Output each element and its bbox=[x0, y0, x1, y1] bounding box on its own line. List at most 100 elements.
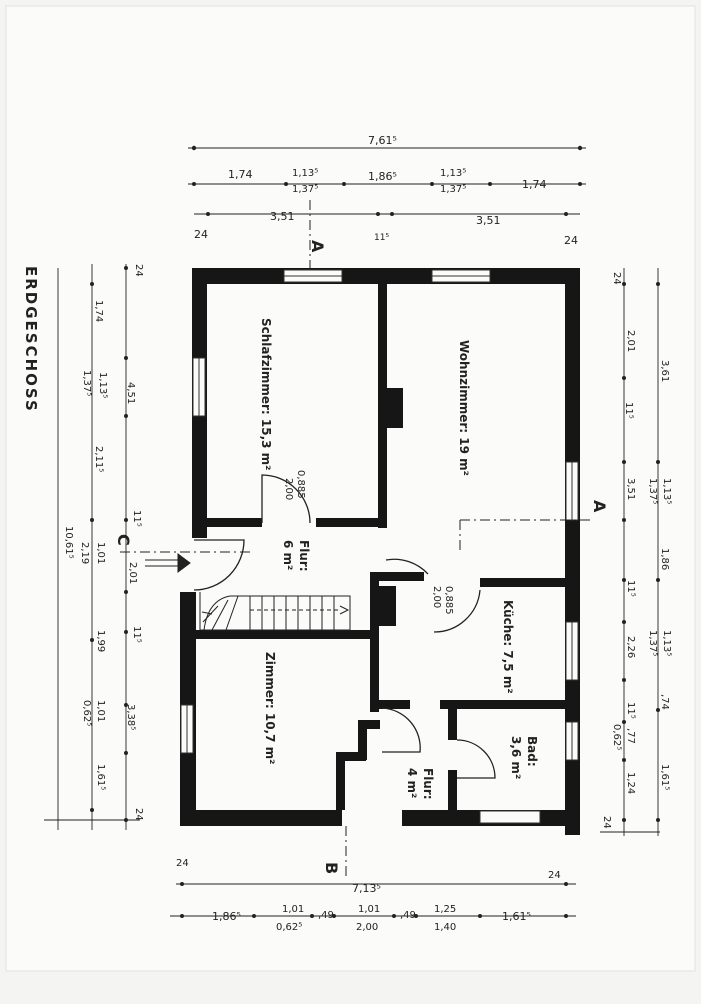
dim-bottom-seg4: 1,01 bbox=[358, 904, 380, 915]
room-label-flur-area: 6 m² bbox=[281, 540, 295, 570]
dim-left-door-width: 1,01 bbox=[95, 542, 106, 564]
dim-right-room4: 1,24 bbox=[625, 772, 636, 794]
room-label-flur-name: Flur: bbox=[297, 540, 311, 572]
door2-height: 2,00 bbox=[431, 586, 442, 608]
dim-right-wall-mid3: 11⁵ bbox=[625, 702, 636, 719]
dim-right-seg1: 2,01 bbox=[625, 330, 636, 352]
dim-left-window-height: 1,37⁵ bbox=[81, 370, 92, 396]
dimension-labels-bottom: 24 24 7,13⁵ 1,86⁵ 1,01 0,62⁵ ,49 1,01 2,… bbox=[176, 858, 561, 933]
dim-right-room3: 2,26 bbox=[625, 636, 636, 658]
section-marker-a-top: A bbox=[308, 240, 327, 253]
door2-width: 0,885 bbox=[443, 586, 454, 615]
dim-right-window3-sill: 0,62⁵ bbox=[611, 724, 622, 750]
dim-right-wall-top: 24 bbox=[611, 272, 622, 285]
dimension-labels-left: 24 1,74 1,13⁵ 1,37⁵ 4,51 2,11⁵ 10,61⁵ 11… bbox=[63, 264, 144, 821]
dim-bottom-seg2-sill: 0,62⁵ bbox=[276, 922, 302, 933]
section-marker-b-bottom: B bbox=[322, 862, 341, 874]
floor-title: ERDGESCHOSS bbox=[22, 266, 40, 413]
dim-right-wall-mid2: 11⁵ bbox=[625, 580, 636, 597]
dim-right-window2-height: 1,37⁵ bbox=[647, 630, 658, 656]
dim-right-wall-bottom: 24 bbox=[601, 816, 612, 829]
dim-left-room2: 2,01 bbox=[127, 562, 138, 584]
entrance-arrow bbox=[145, 553, 191, 573]
doors bbox=[193, 474, 496, 779]
window-bad-bottom bbox=[479, 810, 541, 824]
room-label-zimmer: Zimmer: 10,7 m² bbox=[263, 652, 277, 764]
dim-right-room2: 3,51 bbox=[625, 478, 636, 500]
windows bbox=[180, 269, 579, 824]
staircase bbox=[199, 592, 351, 631]
door-schlafzimmer bbox=[261, 474, 311, 524]
dim-top-window1-height: 1,37⁵ bbox=[292, 184, 318, 195]
dim-bottom-wall-left: 24 bbox=[176, 858, 189, 869]
dim-top-wall-mid: 11⁵ bbox=[374, 233, 389, 243]
dim-left-wall-mid: 11⁵ bbox=[131, 626, 142, 643]
dim-left-seg4: 1,61⁵ bbox=[95, 764, 106, 790]
dim-bottom-seg7: 1,61⁵ bbox=[502, 910, 531, 923]
dim-bottom-seg4-height: 2,00 bbox=[356, 922, 378, 933]
dim-left-room1: 4,51 bbox=[125, 382, 136, 404]
room-label-bad-name: Bad: bbox=[525, 736, 539, 767]
dim-top-seg-right: 1,74 bbox=[522, 178, 547, 191]
dim-top-wall-left: 24 bbox=[194, 228, 208, 241]
dim-bottom-seg1: 1,86⁵ bbox=[212, 910, 241, 923]
dim-left-seg2: 2,11⁵ bbox=[93, 446, 104, 472]
dim-top-seg-left: 1,74 bbox=[228, 168, 253, 181]
room-label-kueche: Küche: 7,5 m² bbox=[501, 600, 515, 694]
dim-bottom-seg5: ,49 bbox=[400, 910, 416, 921]
dim-right-window2-width: 1,13⁵ bbox=[661, 630, 672, 656]
room-labels: Schlafzimmer: 15,3 m² Wohnzimmer: 19 m² … bbox=[259, 318, 539, 800]
dimension-labels-top: 7,61⁵ 1,74 1,13⁵ 1,37⁵ 1,86⁵ 1,13⁵ 1,37⁵… bbox=[194, 134, 578, 247]
dim-top-wall-right: 24 bbox=[564, 234, 578, 247]
dim-bottom-wall-right: 24 bbox=[548, 870, 561, 881]
room-label-flur-small-area: 4 m² bbox=[405, 768, 419, 798]
dim-right-window3-width: ,77 bbox=[625, 728, 636, 744]
dim-left-window2-width: 1,01 bbox=[95, 700, 106, 722]
door-wohnzimmer bbox=[385, 558, 429, 575]
dim-left-seg1: 1,74 bbox=[93, 300, 104, 322]
door-entrance bbox=[193, 539, 245, 591]
dim-left-seg3: 1,99 bbox=[95, 630, 106, 652]
dimension-lines bbox=[44, 147, 660, 917]
dim-top-room-right: 3,51 bbox=[476, 214, 501, 227]
dim-left-overall: 10,61⁵ bbox=[63, 526, 74, 559]
dim-top-overall: 7,61⁵ bbox=[368, 134, 397, 147]
paper-sheet bbox=[5, 5, 696, 972]
door-bad bbox=[456, 739, 496, 779]
dim-right-seg3: ,74 bbox=[659, 694, 670, 710]
dim-top-window1: 1,13⁵ bbox=[292, 168, 318, 179]
dim-left-window-width: 1,13⁵ bbox=[97, 372, 108, 398]
dim-top-room-left: 3,51 bbox=[270, 210, 295, 223]
door-dimension-labels: 0,885 2,00 0,885 2,00 bbox=[283, 470, 454, 615]
dim-right-seg4: 1,61⁵ bbox=[659, 764, 670, 790]
dim-left-window2-sill: 0,62⁵ bbox=[81, 700, 92, 726]
dim-top-seg-mid: 1,86⁵ bbox=[368, 170, 397, 183]
dim-bottom-seg6-height: 1,40 bbox=[434, 922, 456, 933]
door-zimmer bbox=[381, 707, 421, 753]
dim-left-wall-bottom: 24 bbox=[133, 808, 144, 821]
section-markers: A A B C bbox=[114, 240, 609, 874]
room-label-schlafzimmer: Schlafzimmer: 15,3 m² bbox=[259, 318, 273, 470]
dim-right-window-width: 1,13⁵ bbox=[661, 478, 672, 504]
section-marker-a-right: A bbox=[590, 500, 609, 513]
dim-right-room1: 3,61 bbox=[659, 360, 670, 382]
door1-width: 0,885 bbox=[295, 470, 306, 499]
room-label-wohnzimmer: Wohnzimmer: 19 m² bbox=[457, 340, 471, 476]
door1-height: 2,00 bbox=[283, 478, 294, 500]
dim-left-room3: 3,38⁵ bbox=[125, 704, 136, 730]
room-label-bad-area: 3,6 m² bbox=[509, 736, 523, 779]
dim-left-door-height: 2,19 bbox=[79, 542, 90, 564]
dim-right-seg2: 1,86 bbox=[659, 548, 670, 570]
dimension-ticks bbox=[90, 145, 660, 918]
dim-left-door-wall: 11⁵ bbox=[131, 510, 142, 527]
dim-top-window2: 1,13⁵ bbox=[440, 168, 466, 179]
dim-bottom-seg6: 1,25 bbox=[434, 904, 456, 915]
door-kueche bbox=[433, 589, 481, 633]
section-marker-c-left: C bbox=[114, 534, 133, 546]
dim-bottom-overall: 7,13⁵ bbox=[352, 882, 381, 895]
dim-right-wall-mid1: 11⁵ bbox=[623, 402, 634, 419]
dim-left-wall-top: 24 bbox=[133, 264, 144, 277]
dim-bottom-seg3: ,49 bbox=[318, 910, 334, 921]
